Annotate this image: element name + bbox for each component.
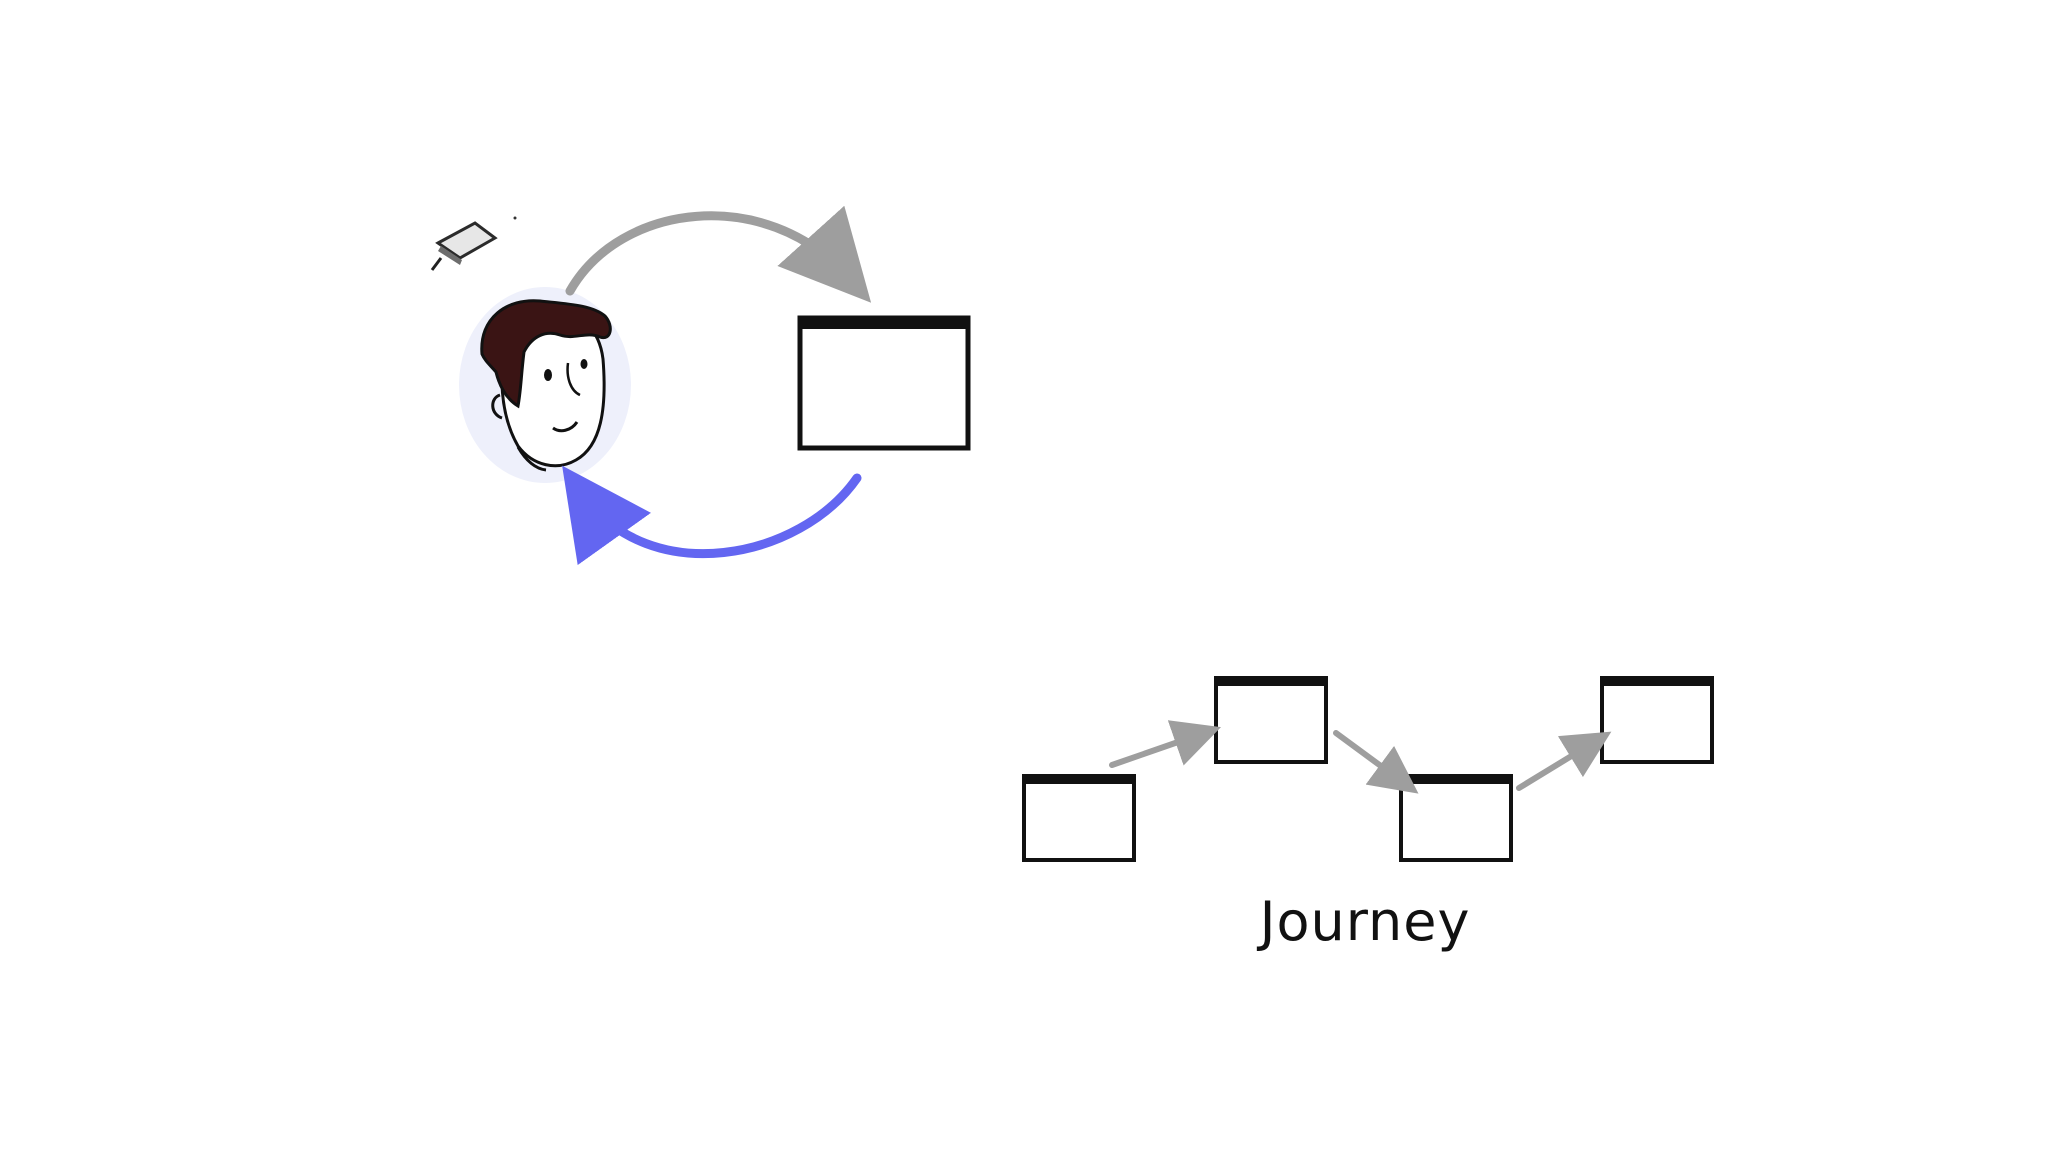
journey-window-3: [1399, 774, 1513, 862]
journey-label: Journey: [1259, 890, 1471, 953]
journey-arrow-1: [1109, 720, 1222, 768]
app-window-icon: [797, 315, 971, 451]
journey-arrow-2: [1333, 730, 1419, 794]
journey-window-1: [1022, 774, 1136, 862]
journey-window-4: [1600, 676, 1714, 764]
pen-device-icon: [430, 216, 517, 271]
person-head-icon: [459, 287, 631, 483]
blue-curved-arrow: [562, 465, 862, 566]
gray-curved-arrow: [565, 205, 872, 303]
journey-window-2: [1214, 676, 1328, 764]
journey-arrow-3: [1516, 731, 1612, 791]
